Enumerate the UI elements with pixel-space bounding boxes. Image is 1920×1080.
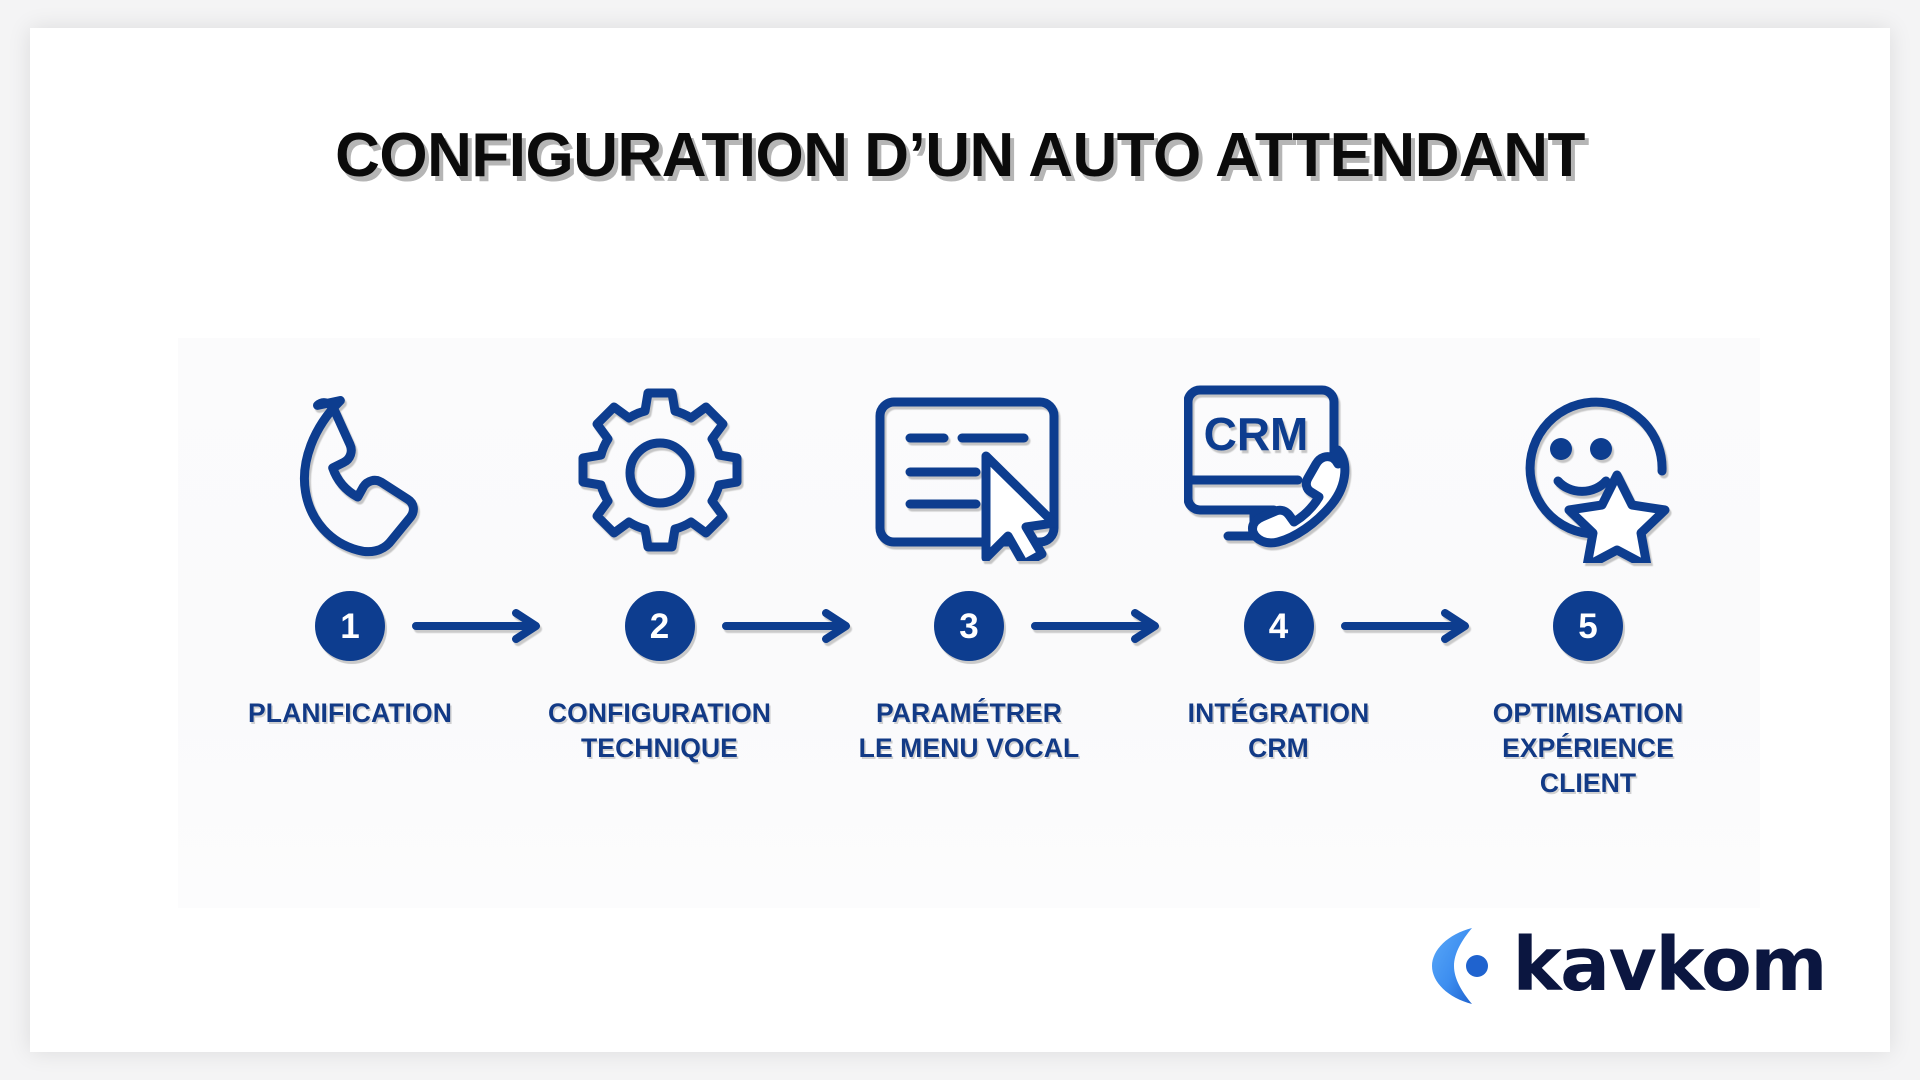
page-title-container: CONFIGURATION D’UN AUTO ATTENDANT <box>30 120 1890 191</box>
step-2-number-badge: 2 <box>624 591 695 661</box>
crm-screen-label: CRM <box>1203 408 1308 460</box>
smiley-star-icon <box>1525 397 1670 563</box>
phone-handset-icon <box>300 395 418 556</box>
step-5: 5 OPTIMISATION EXPÉRIENCE CLIENT <box>1438 338 1738 908</box>
step-3-icon-container <box>874 368 1064 578</box>
step-1-number-badge: 1 <box>315 591 385 661</box>
step-5-number-badge: 5 <box>1553 591 1623 661</box>
step-4-number-row: 4 <box>1129 578 1469 674</box>
step-1-label: PLANIFICATION <box>248 698 452 728</box>
step-2-icon-container <box>570 368 750 578</box>
step-3: 3 PARAMÉTRER LE MENU VOCAL <box>819 338 1159 908</box>
infographic-card: CONFIGURATION D’UN AUTO ATTENDANT 1 PLAN… <box>30 28 1890 1052</box>
step-4-label: INTÉGRATION CRM <box>1187 698 1370 763</box>
step-4-number-badge: 4 <box>1243 591 1314 661</box>
step-4: CRM 4 INTÉGRATION CRM <box>1129 338 1469 908</box>
step-3-number-badge: 3 <box>934 591 1004 661</box>
page-title: CONFIGURATION D’UN AUTO ATTENDANT <box>335 121 1585 190</box>
arrow-right-icon <box>721 609 850 643</box>
kavkom-logo: kavkom <box>1428 922 1827 1008</box>
step-2: 2 CONFIGURATION TECHNIQUE <box>510 338 850 908</box>
kavkom-wordmark: kavkom <box>1512 922 1827 1008</box>
step-5-icon-container <box>1498 368 1678 578</box>
step-4-icon-container: CRM <box>1183 368 1374 578</box>
gear-icon <box>578 388 741 552</box>
step-3-label: PARAMÉTRER LE MENU VOCAL <box>858 698 1080 763</box>
step-1: 1 PLANIFICATION <box>200 338 540 908</box>
arrow-right-icon <box>1340 609 1469 643</box>
crm-monitor-phone-icon: CRM <box>1183 385 1349 548</box>
step-1-icon-container <box>275 368 425 578</box>
arrow-right-icon <box>412 609 540 643</box>
step-3-number-row: 3 <box>819 578 1159 674</box>
step-5-number-row: 5 <box>1438 578 1738 674</box>
step-1-number-row: 1 <box>200 578 540 674</box>
step-5-label: OPTIMISATION EXPÉRIENCE CLIENT <box>1492 698 1684 798</box>
step-2-label: CONFIGURATION TECHNIQUE <box>547 698 772 763</box>
menu-cursor-icon <box>875 397 1059 561</box>
steps-band: 1 PLANIFICATION 2 <box>178 338 1760 908</box>
step-2-number-row: 2 <box>510 578 850 674</box>
steps-list: 1 PLANIFICATION 2 <box>178 338 1760 908</box>
arrow-right-icon <box>1031 609 1159 643</box>
kavkom-crescent-dot-icon <box>1432 928 1489 1004</box>
